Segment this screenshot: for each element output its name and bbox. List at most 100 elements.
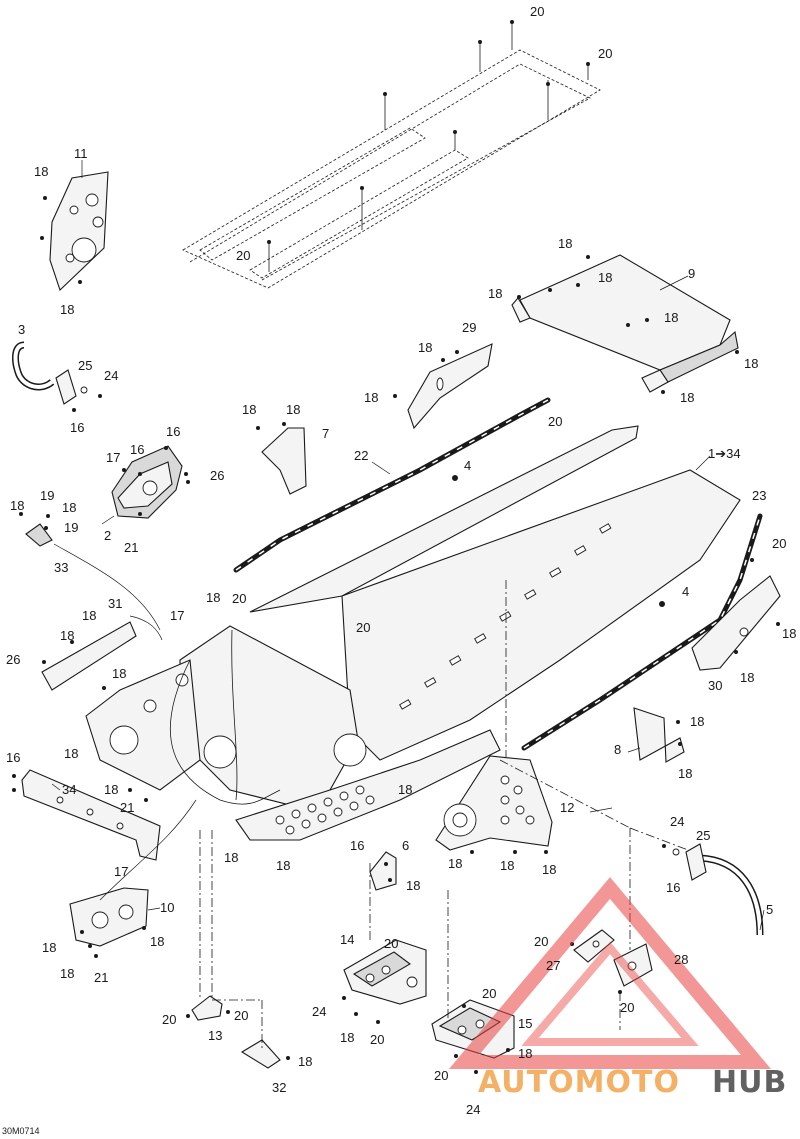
part-27-28-brackets xyxy=(570,929,653,994)
callout-18: 18 xyxy=(398,782,412,797)
callout-12: 12 xyxy=(560,800,574,815)
callout-22: 22 xyxy=(354,448,368,463)
callout-21: 21 xyxy=(94,970,108,985)
callout-16: 16 xyxy=(6,750,20,765)
callout-18: 18 xyxy=(744,356,758,371)
part-11-bracket xyxy=(40,160,109,291)
callout-2: 2 xyxy=(104,528,111,543)
callout-34: 34 xyxy=(62,782,76,797)
callout-20: 20 xyxy=(236,248,250,263)
callout-19: 19 xyxy=(64,520,78,535)
callout-28: 28 xyxy=(674,952,688,967)
part-34-bracket xyxy=(12,769,161,861)
tunnel-slots xyxy=(399,523,612,710)
callout-18: 18 xyxy=(340,1030,354,1045)
callout-7: 7 xyxy=(322,426,329,441)
callout-20: 20 xyxy=(548,414,562,429)
callout-18: 18 xyxy=(680,390,694,405)
part-30-bracket xyxy=(691,558,781,671)
callout-17: 17 xyxy=(170,608,184,623)
callout-18: 18 xyxy=(448,856,462,871)
callout-18: 18 xyxy=(34,164,48,179)
callout-20: 20 xyxy=(232,591,246,606)
callout-26: 26 xyxy=(6,652,20,667)
part-6-bracket xyxy=(369,851,397,891)
callout-33: 33 xyxy=(54,560,68,575)
watermark-triangle xyxy=(448,877,772,1069)
callout-labels: 20 20 20 11 18 18 18 18 18 9 18 18 18 3 … xyxy=(6,4,796,1117)
callout-8: 8 xyxy=(614,742,621,757)
callout-18: 18 xyxy=(10,498,24,513)
callout-9: 9 xyxy=(688,266,695,281)
callout-16: 16 xyxy=(350,838,364,853)
part-32-bracket xyxy=(240,1039,290,1069)
callout-3: 3 xyxy=(18,322,25,337)
watermark-inner-triangle xyxy=(521,941,699,1046)
part-7-plate xyxy=(256,422,307,495)
callout-18: 18 xyxy=(64,746,78,761)
callout-19: 19 xyxy=(40,488,54,503)
callout-1-to-34: 1➔34 xyxy=(708,446,741,461)
callout-18: 18 xyxy=(488,286,502,301)
callout-18: 18 xyxy=(678,766,692,781)
callout-32: 32 xyxy=(272,1080,286,1095)
callout-18: 18 xyxy=(62,500,76,515)
callout-27: 27 xyxy=(546,958,560,973)
callout-18: 18 xyxy=(276,858,290,873)
rail-22 xyxy=(233,397,551,573)
callout-18: 18 xyxy=(150,934,164,949)
diagram-code: 30M0714 xyxy=(2,1126,40,1136)
part-14-footrest xyxy=(342,939,427,1024)
callout-20: 20 xyxy=(162,1012,176,1027)
part-33-bracket xyxy=(19,512,53,547)
callout-20: 20 xyxy=(772,536,786,551)
chassis-tunnel xyxy=(85,425,741,841)
callout-18: 18 xyxy=(286,402,300,417)
callout-18: 18 xyxy=(298,1054,312,1069)
part-31-bracket xyxy=(41,621,137,691)
callout-16: 16 xyxy=(130,442,144,457)
assembly-guides xyxy=(199,759,631,1050)
callout-11: 11 xyxy=(74,146,88,161)
callout-24: 24 xyxy=(312,1004,326,1019)
callout-10: 10 xyxy=(160,900,174,915)
callout-24: 24 xyxy=(670,814,684,829)
part-13-bracket xyxy=(186,995,230,1021)
callout-20: 20 xyxy=(530,4,544,19)
callout-18: 18 xyxy=(112,666,126,681)
callout-18: 18 xyxy=(500,858,514,873)
callout-21: 21 xyxy=(120,800,134,815)
part-9-cover xyxy=(511,254,739,394)
callout-18: 18 xyxy=(82,608,96,623)
callout-21: 21 xyxy=(124,540,138,555)
callout-16: 16 xyxy=(166,424,180,439)
callout-31: 31 xyxy=(108,596,122,611)
callout-23: 23 xyxy=(752,488,766,503)
callout-16: 16 xyxy=(70,420,84,435)
leader-lines xyxy=(51,455,765,931)
callout-18: 18 xyxy=(206,590,220,605)
callout-18: 18 xyxy=(242,402,256,417)
callout-20: 20 xyxy=(534,934,548,949)
callout-20: 20 xyxy=(434,1068,448,1083)
callout-18: 18 xyxy=(60,966,74,981)
part-8-bracket xyxy=(633,707,685,763)
callout-18: 18 xyxy=(690,714,704,729)
callout-18: 18 xyxy=(518,1046,532,1061)
callout-15: 15 xyxy=(518,1016,532,1031)
callout-20: 20 xyxy=(370,1032,384,1047)
callout-5: 5 xyxy=(766,902,773,917)
part-2-bracket xyxy=(111,445,190,519)
callout-18: 18 xyxy=(598,270,612,285)
callout-18: 18 xyxy=(558,236,572,251)
callout-18: 18 xyxy=(104,782,118,797)
part-3-handle xyxy=(12,341,102,412)
callout-30: 30 xyxy=(708,678,722,693)
callout-17: 17 xyxy=(106,450,120,465)
callout-20: 20 xyxy=(356,620,370,635)
floor-holes xyxy=(275,785,375,835)
callout-4: 4 xyxy=(682,584,689,599)
callout-24: 24 xyxy=(104,368,118,383)
callout-20: 20 xyxy=(598,46,612,61)
